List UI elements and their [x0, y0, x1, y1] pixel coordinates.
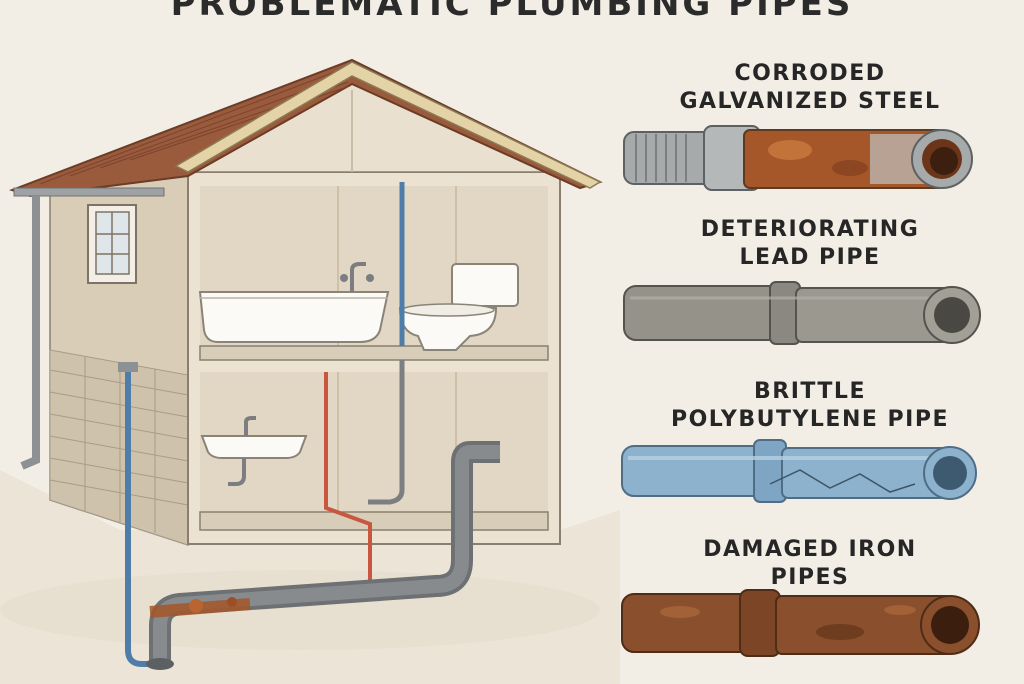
- pipe-label-galvanized: CORRODED GALVANIZED STEEL: [600, 60, 1020, 116]
- page-title: PROBLEMATIC PLUMBING PIPES: [170, 0, 854, 24]
- pipe-label-line1: CORRODED: [734, 61, 886, 86]
- main-drain-pipe: [146, 441, 500, 670]
- pipe-label-lead: DETERIORATING LEAD PIPE: [600, 216, 1020, 272]
- iron-pipe: [621, 589, 980, 657]
- pipe-label-line1: DAMAGED IRON: [703, 537, 917, 562]
- window: [87, 204, 137, 284]
- downspout: [20, 196, 40, 470]
- toilet: [398, 263, 519, 351]
- gutter: [13, 187, 165, 197]
- upper-floor: [199, 345, 549, 361]
- pipe-label-line2: POLYBUTYLENE PIPE: [670, 407, 950, 432]
- corroded-galvanized-steel-pipe: [623, 125, 973, 191]
- polybutylene-pipe: [621, 439, 977, 503]
- brick-foundation: [49, 349, 189, 546]
- pipe-label-polybutylene: BRITTLE POLYBUTYLENE PIPE: [600, 378, 1020, 434]
- pipe-label-line2: LEAD PIPE: [739, 245, 881, 270]
- hot-water-pipe: [324, 372, 372, 582]
- pipe-label-iron: DAMAGED IRON PIPES: [600, 536, 1020, 592]
- sink: [200, 416, 308, 486]
- pipe-label-line1: DETERIORATING: [700, 217, 920, 242]
- pipe-label-line1: BRITTLE: [754, 379, 866, 404]
- house-cutaway-illustration: [0, 58, 620, 684]
- supply-line: [125, 364, 160, 667]
- lead-pipe: [623, 281, 981, 345]
- pipe-label-line2: PIPES: [770, 565, 850, 590]
- ground-floor: [199, 511, 549, 531]
- pipe-label-line2: GALVANIZED STEEL: [679, 89, 941, 114]
- bathtub: [198, 262, 390, 343]
